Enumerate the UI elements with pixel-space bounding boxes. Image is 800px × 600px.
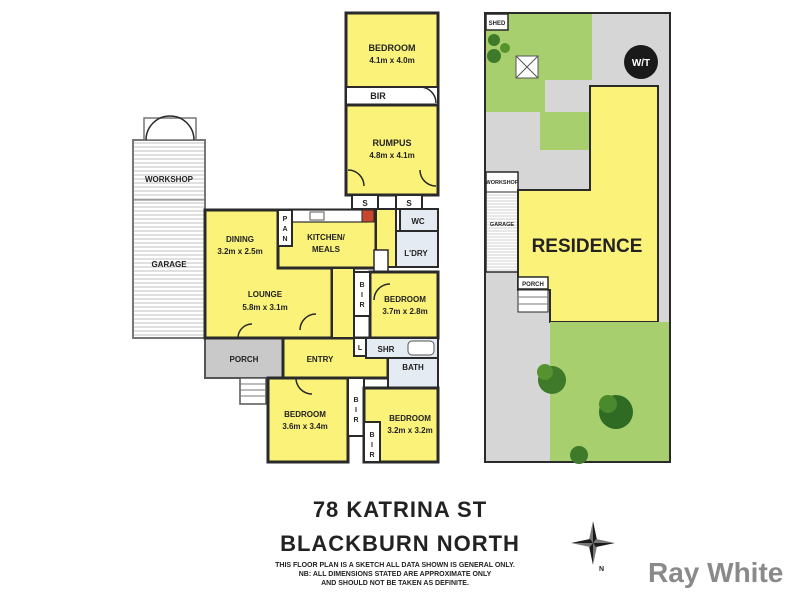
dims-rumpus: 4.8m x 4.1m: [369, 151, 414, 160]
label-bedroom-bl: BEDROOM: [284, 410, 326, 419]
label-site-garage: GARAGE: [490, 222, 514, 228]
compass-icon: N: [571, 521, 615, 573]
label-bath: BATH: [402, 363, 424, 372]
dims-dining: 3.2m x 2.5m: [217, 247, 262, 256]
brand-logo: Ray White: [648, 557, 784, 588]
label-bir-br-2: I: [371, 442, 373, 449]
cooktop: [361, 209, 375, 223]
address-line-2: BLACKBURN NORTH: [280, 531, 520, 556]
label-dining: DINING: [226, 235, 254, 244]
label-workshop: WORKSHOP: [145, 175, 194, 184]
label-porch: PORCH: [230, 355, 259, 364]
label-site-workshop: WORKSHOP: [486, 180, 519, 186]
fan-icon: [373, 249, 389, 273]
floor-plan: BEDROOM 4.1m x 4.0m BIR RUMPUS 4.8m x 4.…: [132, 11, 440, 464]
bathtub-icon: [407, 340, 435, 356]
label-bir-mid-1: B: [359, 282, 364, 289]
label-bir-bl-1: B: [353, 397, 358, 404]
label-meals: MEALS: [312, 245, 341, 254]
lawn-front: [486, 14, 592, 112]
label-bedroom-mid: BEDROOM: [384, 295, 426, 304]
label-bedroom-br: BEDROOM: [389, 414, 431, 423]
room-bir-top: [345, 86, 439, 106]
label-bir-bl-2: I: [355, 407, 357, 414]
label-s-left: S: [362, 199, 368, 208]
logo-text: W/T: [632, 58, 650, 69]
compass-north-label: N: [599, 566, 604, 573]
room-bath: [387, 357, 439, 389]
label-wc: WC: [411, 217, 425, 226]
garage-structure: [132, 115, 206, 339]
label-bir-br-1: B: [369, 432, 374, 439]
shed: [485, 13, 509, 31]
sink-icon: [309, 211, 325, 221]
dims-bedroom-bl: 3.6m x 3.4m: [282, 422, 327, 431]
label-site-porch: PORCH: [522, 282, 544, 288]
room-bir-br: [363, 421, 381, 463]
label-entry: ENTRY: [307, 355, 334, 364]
label-bir-br-3: R: [369, 452, 374, 459]
address-line-1: 78 KATRINA ST: [312, 497, 488, 522]
label-bir-bl-3: R: [353, 417, 358, 424]
garage-doors: [143, 117, 197, 141]
site-porch: [517, 276, 549, 290]
room-pantry: [277, 209, 293, 247]
label-shower: SHR: [378, 345, 395, 354]
lawn-back: [550, 322, 669, 461]
label-linen: L: [358, 345, 363, 352]
label-kitchen: KITCHEN/: [307, 233, 346, 242]
label-bir-mid-2: I: [361, 292, 363, 299]
label-garage: GARAGE: [151, 260, 187, 269]
wt-logo: W/T: [624, 45, 658, 79]
label-residence: RESIDENCE: [532, 236, 643, 257]
label-shed: SHED: [489, 21, 506, 27]
disclaimer-1: THIS FLOOR PLAN IS A SKETCH ALL DATA SHO…: [275, 562, 515, 569]
driveway: [486, 112, 540, 190]
room-bedroom-bl: [266, 376, 350, 464]
dims-bedroom-mid: 3.7m x 2.8m: [382, 307, 427, 316]
dims-bedroom-top: 4.1m x 4.0m: [369, 56, 414, 65]
porch-steps: [239, 377, 267, 405]
site-steps: [517, 289, 549, 313]
pergola-icon: [515, 55, 539, 79]
room-corridor: [331, 267, 355, 339]
disclaimer-3: AND SHOULD NOT BE TAKEN AS DEFINITE.: [321, 580, 469, 587]
lawn-strip: [540, 112, 590, 150]
trees-back: [537, 364, 633, 464]
shrubs-top: [487, 34, 510, 63]
dims-lounge: 5.8m x 3.1m: [242, 303, 287, 312]
kitchen-bench: [289, 209, 369, 223]
label-rumpus: RUMPUS: [372, 138, 411, 148]
label-pan-1: P: [283, 216, 288, 223]
door-swings: [237, 86, 437, 395]
disclaimer-2: NB: ALL DIMENSIONS STATED ARE APPROXIMAT…: [298, 571, 492, 578]
dims-bedroom-br: 3.2m x 3.2m: [387, 426, 432, 435]
label-s-right: S: [406, 199, 412, 208]
label-bir-mid-3: R: [359, 302, 364, 309]
label-pan-2: A: [282, 226, 287, 233]
label-bir-top: BIR: [370, 91, 386, 101]
label-laundry: L'DRY: [404, 249, 428, 258]
label-bedroom-top: BEDROOM: [369, 43, 416, 53]
site-plan: SHED WORKSHOP GARAGE RESIDENCE PORCH: [484, 12, 671, 464]
label-lounge: LOUNGE: [248, 290, 283, 299]
room-bedroom-mid: [368, 270, 440, 340]
label-pan-3: N: [282, 236, 287, 243]
